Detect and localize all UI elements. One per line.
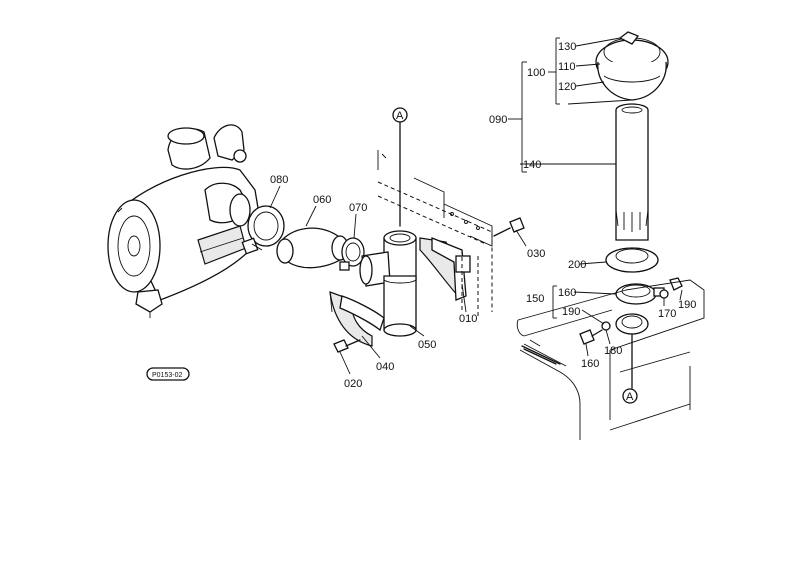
- band-clamp-150: [615, 283, 665, 305]
- drawing-stamp: P0153-02: [146, 367, 190, 381]
- label-130: 130: [558, 41, 576, 53]
- group-bracket-100: [548, 37, 633, 105]
- pre-cleaner-stem: [615, 103, 649, 241]
- label-050: 050: [418, 339, 436, 351]
- label-080: 080: [270, 174, 288, 186]
- label-190-right: 190: [678, 299, 696, 311]
- pipe-bracket-040: [329, 291, 385, 347]
- ref-a-bottom-letter: A: [626, 391, 634, 403]
- group-bracket-090: [508, 61, 527, 173]
- seal-200: [605, 247, 659, 273]
- label-060: 060: [313, 194, 331, 206]
- part-labels: 080 060 070 010 050 040 020 030 090 100 …: [270, 41, 696, 390]
- hose-clamp-070: [339, 237, 365, 271]
- label-100: 100: [527, 67, 545, 79]
- label-150: 150: [526, 293, 544, 305]
- label-190-upper: 190: [562, 306, 580, 318]
- label-030: 030: [527, 248, 545, 260]
- label-090: 090: [489, 114, 507, 126]
- bolt-030: [493, 217, 525, 237]
- bolt-washer-160-180: [579, 321, 611, 345]
- clamp-band-080: [241, 205, 285, 255]
- label-110: 110: [558, 61, 576, 73]
- ref-a-top-letter: A: [396, 110, 404, 122]
- reference-a-top: [392, 107, 408, 227]
- label-160-upper: 160: [558, 287, 576, 299]
- label-160-lower: 160: [581, 358, 599, 370]
- bolt-020: [333, 339, 361, 353]
- reference-a-bottom: [622, 333, 638, 404]
- mounting-plate: [377, 150, 493, 316]
- group-bracket-150: [552, 285, 557, 319]
- hose-060: [276, 227, 349, 269]
- label-070: 070: [349, 202, 367, 214]
- label-040: 040: [376, 361, 394, 373]
- stamp-text: P0153-02: [152, 372, 182, 379]
- air-cleaner-body: [107, 124, 263, 318]
- hood-panel: [516, 279, 705, 440]
- leader-lines: [269, 37, 683, 375]
- pipe-bracket-010: [419, 237, 471, 301]
- label-010: 010: [459, 313, 477, 325]
- label-120: 120: [558, 81, 576, 93]
- label-180: 180: [604, 345, 622, 357]
- label-170: 170: [658, 308, 676, 320]
- pre-cleaner-cap: [595, 31, 669, 101]
- label-200: 200: [568, 259, 586, 271]
- label-020: 020: [344, 378, 362, 390]
- label-140: 140: [523, 159, 541, 171]
- nut-washer-170-190: [659, 277, 683, 299]
